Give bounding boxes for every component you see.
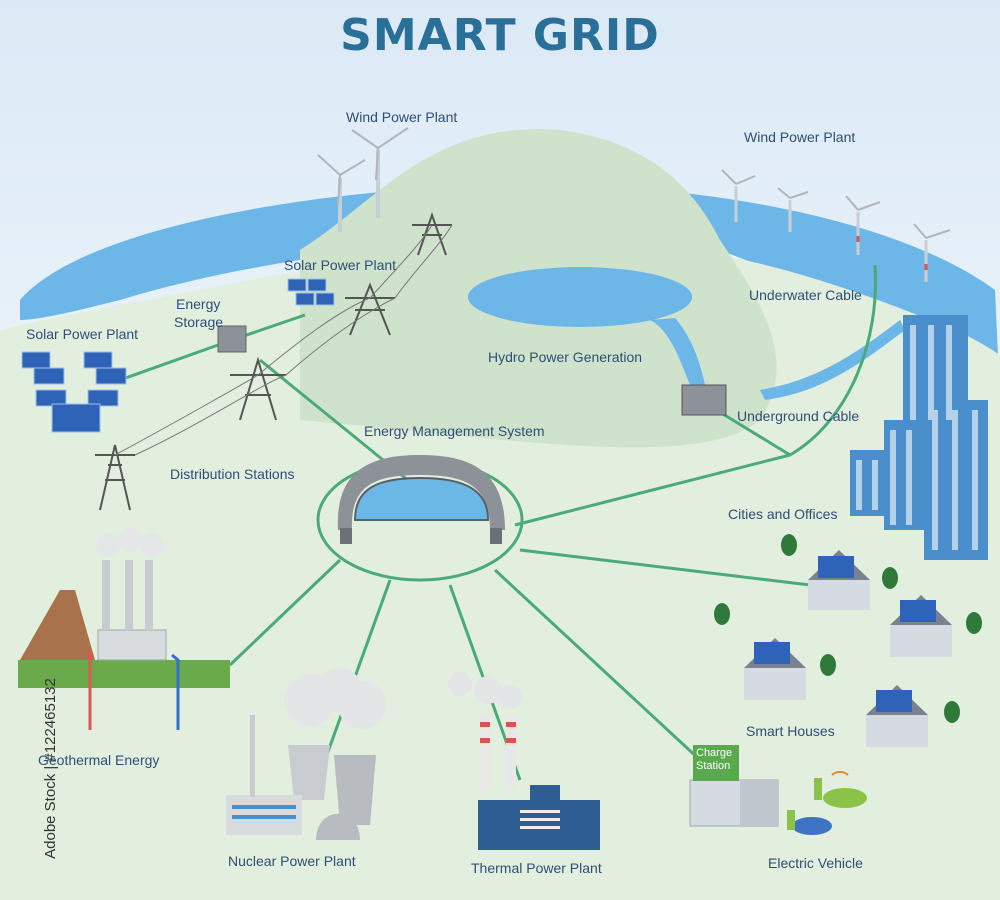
- label-thermal: Thermal Power Plant: [471, 860, 602, 876]
- smart-houses: [744, 550, 952, 747]
- label-nuclear: Nuclear Power Plant: [228, 853, 356, 869]
- label-energy-storage-1: Energy: [176, 296, 221, 312]
- label-ev: Electric Vehicle: [768, 855, 863, 871]
- charge-station-sign: Charge Station: [693, 745, 739, 781]
- hydro-station: [681, 384, 727, 416]
- label-underwater-cable: Underwater Cable: [749, 287, 862, 303]
- energy-storage-box: [217, 325, 247, 353]
- lake-water: [20, 184, 998, 356]
- hydro-channel: [650, 318, 705, 385]
- label-energy-storage-2: Storage: [174, 314, 224, 330]
- label-underground-cable: Underground Cable: [737, 408, 860, 424]
- ems-building: [337, 455, 505, 530]
- watermark-side-text: Adobe Stock | #122465132: [41, 678, 59, 859]
- solar-panels-mid: [287, 278, 335, 306]
- thermal-plant: [448, 672, 600, 850]
- nuclear-plant: [226, 668, 386, 840]
- geothermal-plant: [97, 629, 167, 661]
- label-smart-houses: Smart Houses: [746, 723, 835, 739]
- label-cities: Cities and Offices: [728, 506, 838, 522]
- label-solar-mid: Solar Power Plant: [284, 257, 397, 273]
- transmission-towers: [95, 211, 453, 511]
- page-title: SMART GRID: [340, 10, 660, 61]
- label-geothermal: Geothermal Energy: [38, 752, 160, 768]
- reservoir: [468, 267, 692, 327]
- label-solar-left: Solar Power Plant: [26, 326, 139, 342]
- river: [760, 320, 905, 400]
- label-ems: Energy Management System: [364, 423, 545, 439]
- charge-sign-line2: Station: [696, 760, 731, 772]
- charge-sign-line1: Charge: [696, 747, 733, 759]
- label-wind-left: Wind Power Plant: [346, 109, 458, 125]
- ev-car-blue: [792, 817, 832, 835]
- volcano: [20, 590, 95, 660]
- label-distribution: Distribution Stations: [170, 466, 295, 482]
- solar-panels-left: [21, 351, 127, 433]
- label-wind-right: Wind Power Plant: [744, 129, 856, 145]
- wind-turbines-right: [734, 186, 928, 282]
- label-hydro: Hydro Power Generation: [488, 349, 643, 365]
- ev-car-green: [823, 788, 867, 808]
- trees: [714, 534, 982, 723]
